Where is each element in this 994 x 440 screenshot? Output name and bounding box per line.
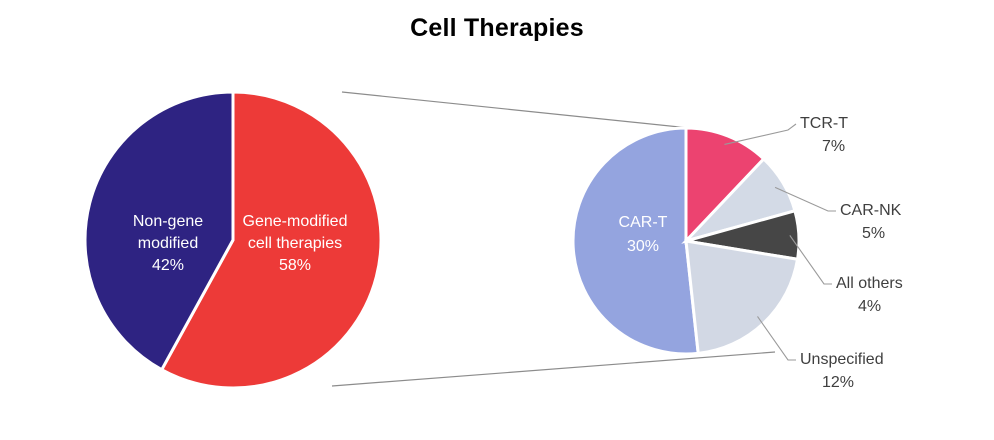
svg-text:7%: 7% (822, 138, 845, 155)
pie-label-gene-modified: Gene-modified cell therapies 58% (243, 213, 348, 274)
leader-line-all-others (789, 235, 832, 285)
leader-line-tcr-t (724, 123, 797, 145)
chart-title: Cell Therapies (410, 14, 584, 42)
pie-slice-car-t[interactable] (571, 126, 700, 356)
svg-text:42%: 42% (152, 257, 184, 274)
connector-line-bottom (331, 351, 776, 387)
svg-text:CAR-NK: CAR-NK (840, 202, 902, 219)
svg-text:Unspecified: Unspecified (800, 351, 884, 368)
breakdown-pie: CAR-T 30% (571, 126, 801, 356)
leader-line-unspecified (757, 316, 796, 361)
pie-slice-non-gene-modified[interactable] (83, 90, 235, 372)
leader-line-car-nk (774, 186, 836, 212)
pie-slice-gene-modified[interactable] (159, 90, 383, 390)
svg-text:30%: 30% (627, 238, 659, 255)
callout-tcr-t: TCR-T 7% (724, 115, 848, 155)
svg-text:Gene-modified: Gene-modified (243, 213, 348, 230)
svg-text:cell therapies: cell therapies (248, 235, 342, 252)
svg-text:4%: 4% (858, 298, 881, 315)
svg-text:All others: All others (836, 275, 903, 292)
pie-label-car-t: CAR-T 30% (619, 214, 668, 255)
breakdown-pie-callouts: TCR-T 7% CAR-NK 5% All others 4% Unspecified 12… (724, 115, 903, 391)
pie-slice-unspecified[interactable] (684, 239, 800, 355)
callout-unspecified: Unspecified 12% (757, 316, 884, 391)
svg-text:modified: modified (138, 235, 198, 252)
svg-text:CAR-T: CAR-T (619, 214, 668, 231)
callout-all-others: All others 4% (789, 235, 903, 315)
pie-slice-tcr-t[interactable] (684, 126, 766, 245)
callout-car-nk: CAR-NK 5% (774, 186, 902, 242)
svg-text:Non-gene: Non-gene (133, 213, 203, 230)
svg-text:58%: 58% (279, 257, 311, 274)
connector-line-top (341, 91, 690, 129)
svg-text:5%: 5% (862, 225, 885, 242)
svg-text:12%: 12% (822, 374, 854, 391)
svg-text:TCR-T: TCR-T (800, 115, 848, 132)
pie-label-non-gene-modified: Non-gene modified 42% (133, 213, 203, 274)
overview-pie: Gene-modified cell therapies 58% Non-gene mo… (83, 90, 383, 390)
